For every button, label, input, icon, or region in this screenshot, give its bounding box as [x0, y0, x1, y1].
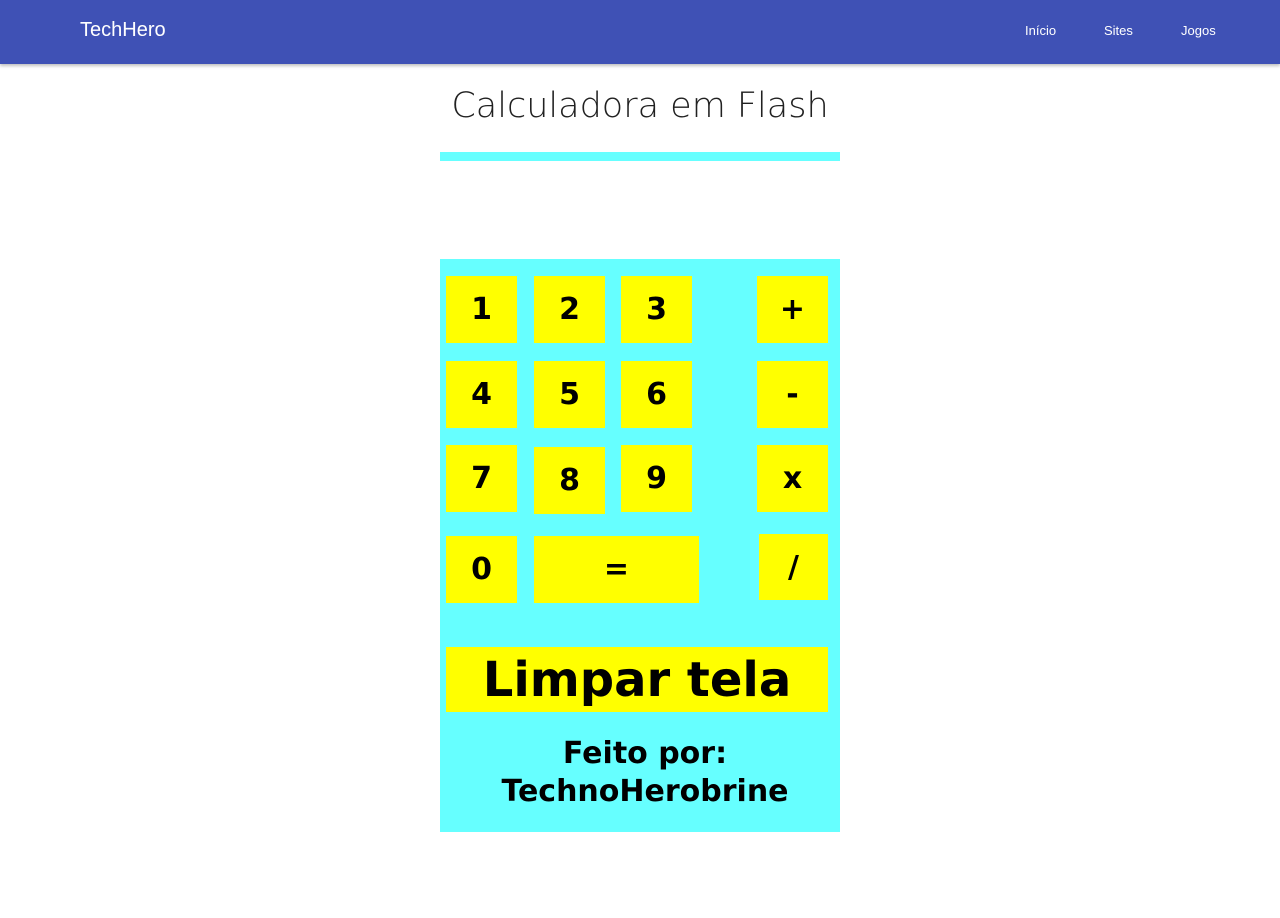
key-6-button[interactable]: 6	[621, 361, 692, 428]
nav-link-jogos[interactable]: Jogos	[1181, 23, 1216, 38]
key-minus-button[interactable]: -	[757, 361, 828, 428]
clear-screen-button[interactable]: Limpar tela	[446, 647, 828, 712]
key-2-button[interactable]: 2	[534, 276, 605, 343]
credit-label: Feito por:	[562, 736, 728, 771]
key-3-button[interactable]: 3	[621, 276, 692, 343]
calculator-display	[440, 152, 840, 161]
top-navbar: TechHero Início Sites Jogos	[0, 0, 1280, 64]
key-8-button[interactable]: 8	[534, 447, 605, 514]
key-plus-button[interactable]: +	[757, 276, 828, 343]
key-9-button[interactable]: 9	[621, 445, 692, 512]
key-4-button[interactable]: 4	[446, 361, 517, 428]
page-title: Calculadora em Flash	[451, 86, 829, 126]
calculator-panel: 1 2 3 + 4 5 6 - 7 8 9 x 0 = / Limpar tel…	[440, 259, 840, 832]
key-5-button[interactable]: 5	[534, 361, 605, 428]
key-7-button[interactable]: 7	[446, 445, 517, 512]
equals-button[interactable]: =	[534, 536, 699, 603]
key-multiply-button[interactable]: x	[757, 445, 828, 512]
nav-link-inicio[interactable]: Início	[1025, 23, 1057, 38]
brand-logo-text[interactable]: TechHero	[80, 19, 166, 41]
key-1-button[interactable]: 1	[446, 276, 517, 343]
author-credit: Feito por: TechnoHerobrine	[500, 735, 790, 811]
nav-link-sites[interactable]: Sites	[1104, 23, 1133, 38]
key-divide-button[interactable]: /	[759, 534, 828, 600]
credit-author: TechnoHerobrine	[501, 774, 789, 809]
key-0-button[interactable]: 0	[446, 536, 517, 603]
